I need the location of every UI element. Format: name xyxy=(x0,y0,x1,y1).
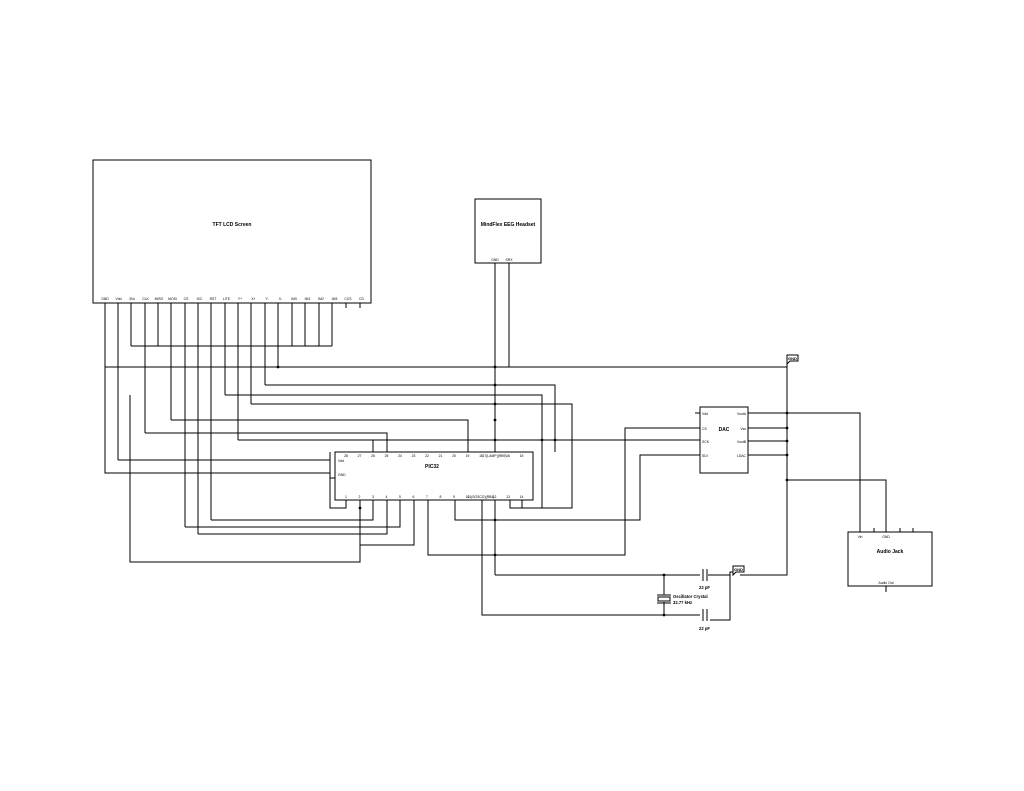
dac-title: DAC xyxy=(719,427,730,433)
eeg-pin-srx: SRX xyxy=(506,258,514,262)
gnd2-label: GND xyxy=(734,567,743,572)
pic-bottom-pin-label: 12 xyxy=(493,495,497,499)
audio-jack: Audio Jack Vin GND Audio Out xyxy=(847,528,933,587)
pic-title: PIC32 xyxy=(425,464,439,470)
audio-pin-vin: Vin xyxy=(858,535,863,539)
dac-pin-voutb: VoutB xyxy=(737,440,747,444)
dac-pin-sck: SCK xyxy=(702,440,710,444)
pic-bottom-pin-label: 3 xyxy=(372,495,374,499)
pic-top-pin-label: 25 xyxy=(385,454,389,458)
dac-pin-cs: CS xyxy=(702,427,707,431)
pic-top-pin-label: 26 xyxy=(371,454,375,458)
tft-lcd-screen: TFT LCD Screen GND Vdd 3Vo CLK MISO MOSI CS D/C… xyxy=(92,159,372,304)
pic-top-pin-label: 24 xyxy=(398,454,402,458)
pic-top-pin-label: 15 xyxy=(520,454,524,458)
oscillator-crystal: Oscillator Crystal 32.77 kHz xyxy=(657,594,708,605)
tft-pin-label: CLK xyxy=(142,297,149,301)
cap1-label: 22 pF xyxy=(699,585,710,590)
audio-output-label: Audio Out xyxy=(878,581,893,585)
dac-pin-ldac: LDAC xyxy=(737,454,747,458)
capacitor-22pf-bottom: 22 pF xyxy=(699,609,710,631)
tft-pin-label: CCS xyxy=(344,297,352,301)
pic-pin-vdd: Vdd xyxy=(338,459,344,463)
pic-bottom-pin-label: 8 xyxy=(440,495,442,499)
ground-flag-bottom: GND xyxy=(732,565,745,577)
pic-bottom-pin-label: 10 xyxy=(466,495,470,499)
wires xyxy=(104,263,887,621)
pic-bottom-pin-label: 7 xyxy=(426,495,428,499)
pic-bottom-pin-label: 11(SOSCO)(RB4) xyxy=(468,495,495,499)
pic-top-pin-label: 19 xyxy=(466,454,470,458)
pic-top-pin-label: 27 xyxy=(358,454,362,458)
tft-pin-label: IM0 xyxy=(291,297,297,301)
pic-bottom-pin-label: 13 xyxy=(506,495,510,499)
tft-pin-label: Y- xyxy=(265,297,268,301)
tft-title: TFT LCD Screen xyxy=(213,222,252,228)
pic-bottom-pin-label: 14 xyxy=(520,495,524,499)
tft-pin-label: 3Vo xyxy=(129,297,135,301)
pic-bottom-pin-label: 9 xyxy=(453,495,455,499)
pic-bottom-pin-label: 4 xyxy=(386,495,388,499)
audio-title: Audio Jack xyxy=(877,549,904,555)
pic-top-pin-label: 23 xyxy=(412,454,416,458)
tft-pin-label: Vdd xyxy=(115,297,121,301)
pic-bottom-pin-label: 1 xyxy=(345,495,347,499)
pic-bottom-pin-label: 2 xyxy=(359,495,361,499)
eeg-title: MindFlex EEG Headset xyxy=(481,222,536,228)
pic-bottom-pin-label: 5 xyxy=(399,495,401,499)
mindflex-eeg-headset: MindFlex EEG Headset GND SRX xyxy=(474,198,542,264)
audio-pin-gnd: GND xyxy=(882,535,890,539)
pic-pin-gnd: GND xyxy=(338,473,346,477)
pic-top-pin-label: 20 xyxy=(452,454,456,458)
tft-pin-label: LITE xyxy=(223,297,231,301)
dac-chip: DAC Vdd CS SCK SDI VoutA Vss VoutB LDAC xyxy=(699,406,749,474)
tft-pin-label: RST xyxy=(210,297,217,301)
dac-pin-vdd: Vdd xyxy=(702,412,708,416)
cap2-label: 22 pF xyxy=(699,626,710,631)
dac-pin-vss: Vss xyxy=(740,427,746,431)
tft-pin-label: X- xyxy=(279,297,282,301)
tft-pin-label: GND xyxy=(101,297,109,301)
pic-top-pin-label: 16 xyxy=(506,454,510,458)
dac-pin-sdi: SDI xyxy=(702,454,708,458)
gnd1-label: GND xyxy=(788,356,797,361)
tft-pin-label: IM3 xyxy=(332,297,338,301)
tft-pin-label: IM2 xyxy=(318,297,324,301)
pic-bottom-pin-label: 6 xyxy=(413,495,415,499)
pic-top-pin-label: 18 xyxy=(479,454,483,458)
pic-top-pin-label: 28 xyxy=(344,454,348,458)
tft-pin-label: Y+ xyxy=(238,297,242,301)
tft-pin-label: CS xyxy=(184,297,189,301)
capacitor-22pf-top: 22 pF xyxy=(699,569,710,590)
tft-pin-label: MISO xyxy=(155,297,164,301)
pic-top-pin-label: 22 xyxy=(425,454,429,458)
wire-junctions xyxy=(276,365,789,617)
ground-flag-top: GND xyxy=(786,354,799,366)
pic-top-pin-label: 21 xyxy=(439,454,443,458)
crystal-frequency: 32.77 kHz xyxy=(673,600,692,605)
eeg-pin-gnd: GND xyxy=(491,258,499,262)
tft-pin-label: X+ xyxy=(251,297,255,301)
dac-pin-vouta: VoutA xyxy=(737,412,747,416)
tft-pin-label: D/C xyxy=(197,297,203,301)
tft-pin-label: CD xyxy=(359,297,364,301)
tft-pin-label: IM1 xyxy=(305,297,311,301)
pic-top-pin-label: 17(LAMP)(RB9) xyxy=(482,454,506,458)
tft-pin-label: MOSI xyxy=(168,297,177,301)
crystal-name: Oscillator Crystal xyxy=(673,594,708,599)
